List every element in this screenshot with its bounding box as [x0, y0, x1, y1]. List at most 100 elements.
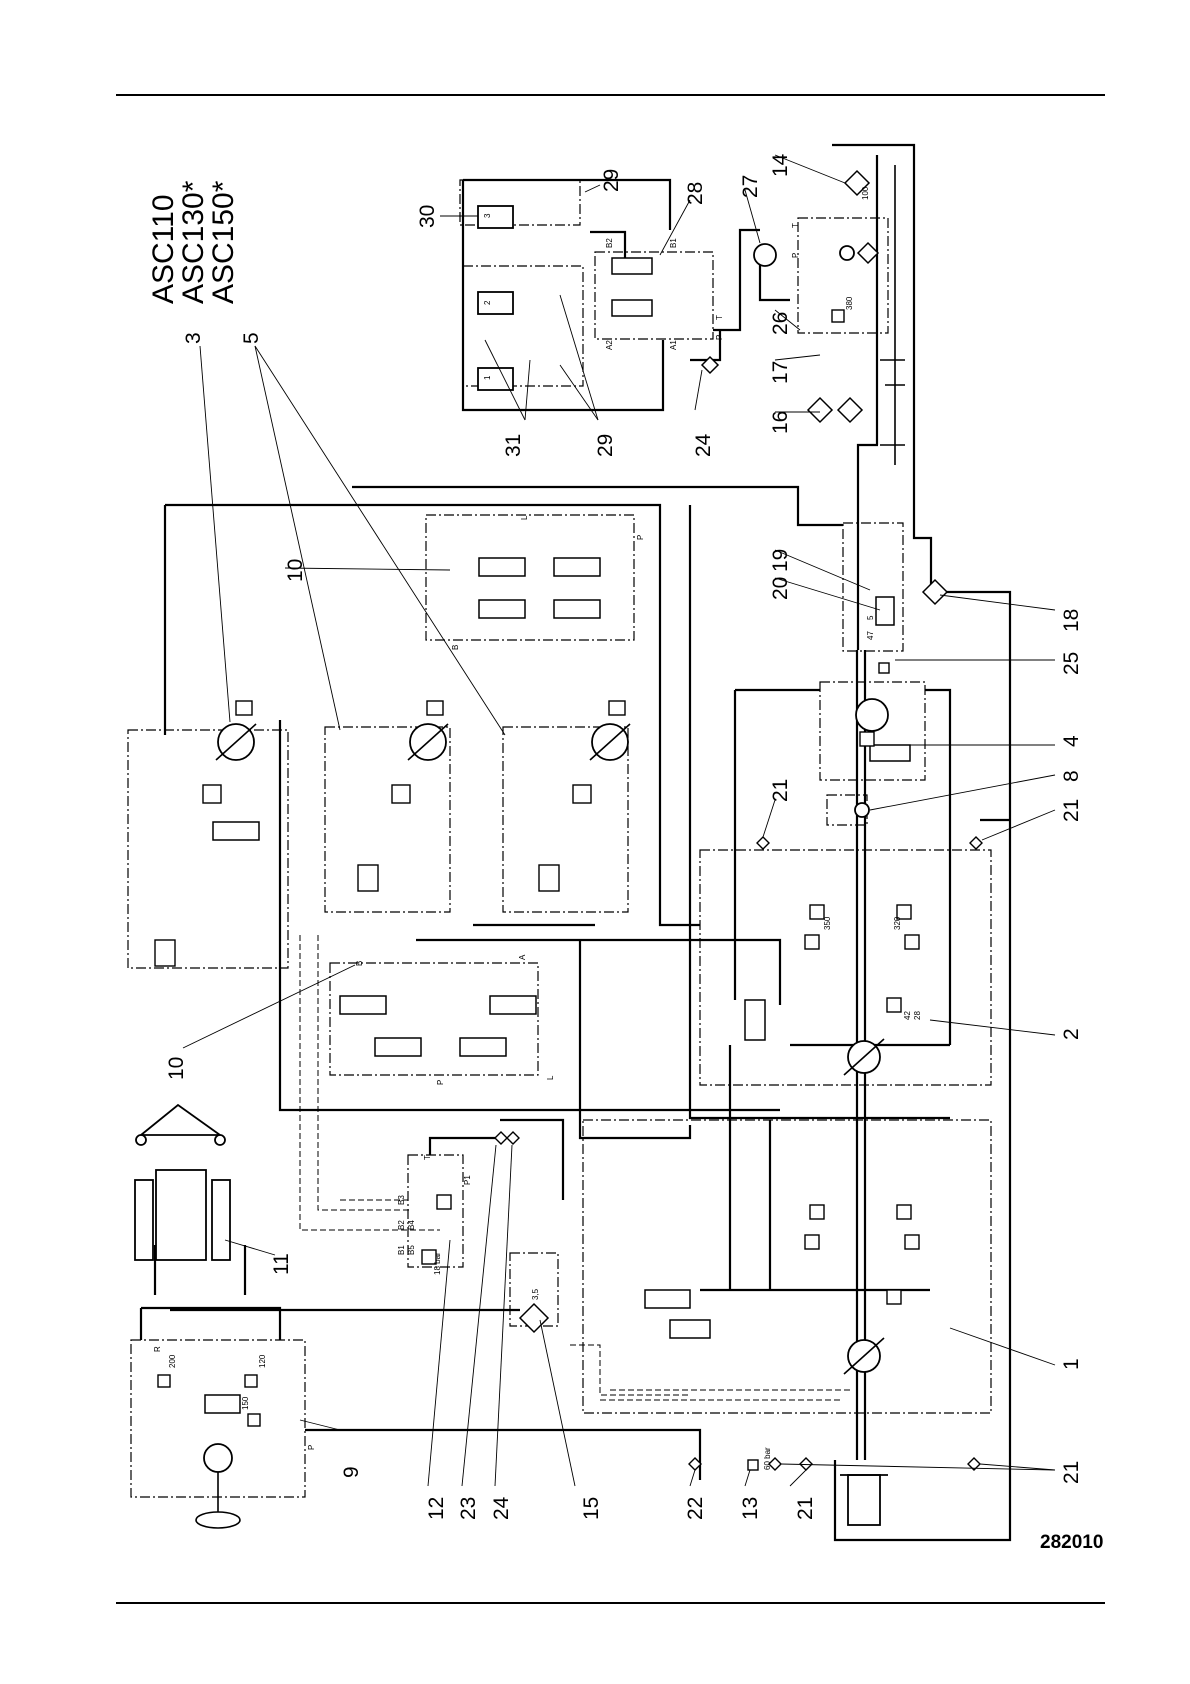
- setting-3-5: 3,5: [531, 1288, 540, 1300]
- label-30: 30: [416, 205, 439, 228]
- label-21-c: 21: [1060, 1461, 1083, 1484]
- label-29-a: 29: [600, 169, 623, 192]
- setting-150: 150: [241, 1396, 250, 1410]
- callouts: 1 2 3 4 5 8 9 10 10 11 12 13 14 15 16 17…: [165, 153, 1083, 1520]
- label-26: 26: [769, 312, 792, 335]
- gauge-26: [840, 246, 854, 260]
- label-4: 4: [1060, 735, 1083, 747]
- cylinders-11: [135, 206, 513, 1260]
- port-b-upper: B: [451, 645, 460, 650]
- cyl-2: 2: [483, 300, 492, 305]
- port-a2-28: A2: [605, 340, 614, 350]
- port-p1-12: P1: [463, 1175, 472, 1185]
- cyl-1: 1: [483, 375, 492, 380]
- setting-42: 42: [903, 1011, 912, 1020]
- motor-8: [855, 803, 869, 817]
- label-9: 9: [340, 1466, 363, 1478]
- label-28: 28: [684, 182, 707, 205]
- port-b5-12: B5: [407, 1245, 416, 1255]
- valve-box-10-lower: [330, 963, 538, 1075]
- label-27: 27: [739, 175, 762, 198]
- pump-9: [204, 1444, 232, 1472]
- label-22: 22: [684, 1497, 707, 1520]
- setting-320: 320: [893, 916, 902, 930]
- pump-arrows: [216, 724, 884, 1374]
- label-25: 25: [1060, 652, 1083, 675]
- block-box-1: [583, 1120, 991, 1413]
- label-13: 13: [739, 1497, 762, 1520]
- pump-box-3: [128, 730, 288, 968]
- label-20: 20: [769, 577, 792, 600]
- label-23: 23: [457, 1497, 480, 1520]
- label-24-a: 24: [490, 1496, 513, 1520]
- setting-18bar: 18 bar: [433, 1252, 442, 1275]
- port-p-lower: P: [436, 1080, 445, 1085]
- model-titles: ASC110 ASC130* ASC150*: [147, 180, 240, 304]
- label-1: 1: [1060, 1358, 1083, 1370]
- port-r-9: R: [153, 1346, 162, 1352]
- directional-valves: [205, 258, 910, 1413]
- port-l-upper: L: [520, 515, 529, 520]
- port-p-9: P: [307, 1445, 316, 1450]
- label-19: 19: [769, 549, 792, 572]
- label-24-b: 24: [692, 433, 715, 457]
- setting-47: 47: [866, 631, 875, 640]
- port-t-26: T: [791, 223, 800, 228]
- model-title-asc150: ASC150*: [207, 180, 240, 304]
- label-31: 31: [502, 434, 525, 457]
- label-15: 15: [580, 1497, 603, 1520]
- model-title-asc110: ASC110: [147, 194, 180, 304]
- setting-100: 100: [861, 186, 870, 200]
- label-5: 5: [240, 332, 263, 344]
- label-12: 12: [425, 1497, 448, 1520]
- port-labels: B P L B A P L T P1 B1 B2 B3 B4 B5 R P A1…: [153, 186, 922, 1470]
- port-t-12: T: [423, 1155, 432, 1160]
- label-10-upper: 10: [284, 559, 307, 582]
- label-10-lower: 10: [165, 1057, 188, 1080]
- steering-wheel-icon: [196, 1472, 240, 1528]
- label-14: 14: [769, 153, 792, 177]
- label-21-b: 21: [1060, 799, 1083, 822]
- label-8: 8: [1060, 770, 1083, 782]
- setting-350: 350: [823, 916, 832, 930]
- port-t-28: T: [715, 315, 724, 320]
- port-a1-28: A1: [669, 340, 678, 350]
- setting-28: 28: [913, 1011, 922, 1020]
- setting-60bar: 60 bar: [763, 1447, 772, 1470]
- port-l-lower: L: [546, 1075, 555, 1080]
- port-b2-12: B2: [397, 1220, 406, 1230]
- port-b2-28: B2: [605, 238, 614, 248]
- port-a-lower: A: [518, 954, 527, 960]
- label-21-d: 21: [794, 1497, 817, 1520]
- cyl-3: 3: [483, 213, 492, 218]
- pump-27: [754, 244, 776, 266]
- port-p-26: P: [791, 253, 800, 258]
- hydraulic-lines: [141, 145, 1010, 1540]
- label-18: 18: [1060, 609, 1083, 632]
- port-b4-12: B4: [407, 1220, 416, 1230]
- setting-200: 200: [168, 1354, 177, 1368]
- label-11: 11: [270, 1253, 293, 1275]
- port-b1-12: B1: [397, 1245, 406, 1255]
- valve-box-10-upper: [426, 515, 634, 640]
- model-title-asc130: ASC130*: [177, 180, 210, 304]
- leader-lines: [183, 155, 1055, 1486]
- setting-5: 5: [866, 615, 875, 620]
- label-29-b: 29: [594, 434, 617, 457]
- setting-380: 380: [845, 296, 854, 310]
- tank-rail: [880, 165, 905, 465]
- check-points: [495, 663, 982, 1470]
- label-2: 2: [1060, 1028, 1083, 1040]
- port-b3-12: B3: [397, 1195, 406, 1205]
- label-21-a: 21: [769, 779, 792, 802]
- port-b-lower: B: [355, 961, 364, 966]
- label-16: 16: [769, 411, 792, 434]
- port-b1-28: B1: [669, 238, 678, 248]
- block-box-2: [700, 850, 991, 1085]
- label-17: 17: [769, 361, 792, 384]
- setting-120: 120: [258, 1354, 267, 1368]
- label-3: 3: [182, 332, 205, 344]
- pump-4: [856, 699, 888, 731]
- document-number: 282010: [1040, 1532, 1103, 1554]
